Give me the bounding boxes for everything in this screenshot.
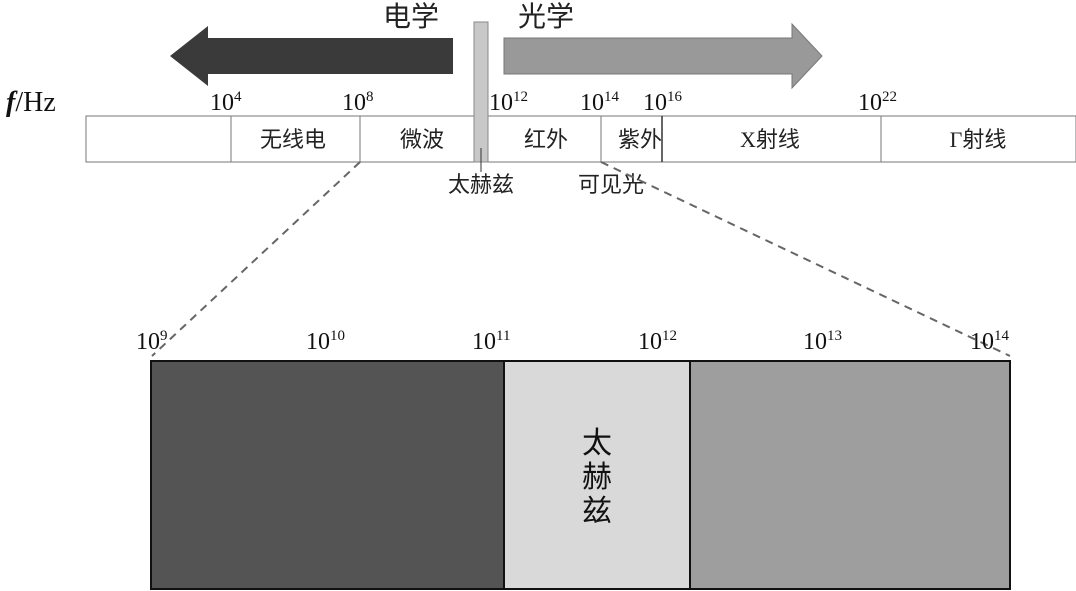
top-tick-1e14: 1014 (580, 89, 620, 116)
zoom-connector-left (151, 161, 361, 357)
zoom-connector-right (600, 161, 1011, 357)
axis-label: f/Hz (6, 87, 56, 118)
top-tick-1e16: 1016 (643, 89, 683, 116)
bottom-tick-1e12: 1012 (638, 328, 677, 355)
electric-label: 电学 (383, 1, 439, 33)
optics-label: 光学 (518, 1, 574, 33)
spectrum-bar (85, 115, 1076, 163)
band-radio: 无线电 (260, 127, 326, 152)
top-tick-1e12: 1012 (489, 89, 528, 116)
zoom-block-right (689, 360, 1011, 590)
bottom-tick-1e14: 1014 (970, 328, 1010, 355)
optics-arrow (503, 22, 823, 90)
band-microwave: 微波 (400, 127, 444, 152)
terahertz-strip (473, 21, 489, 163)
zoom-terahertz-char-3: 兹 (582, 495, 612, 528)
terahertz-label: 太赫兹 (448, 172, 514, 197)
top-tick-1e22: 1022 (858, 89, 897, 116)
band-infrared: 红外 (524, 127, 568, 152)
band-xray: X射线 (740, 127, 800, 152)
top-tick-1e8: 108 (342, 89, 374, 116)
band-gamma: Γ射线 (950, 127, 1007, 152)
zoom-terahertz-char-2: 赫 (582, 461, 612, 494)
top-tick-1e4: 104 (210, 89, 242, 116)
bottom-tick-1e11: 1011 (472, 328, 510, 355)
visible-light-label: 可见光 (578, 172, 644, 197)
axis-label-f: f (6, 87, 18, 118)
electric-arrow (170, 26, 453, 86)
bottom-tick-1e10: 1010 (306, 328, 345, 355)
band-ultraviolet: 紫外 (618, 127, 662, 152)
zoom-terahertz-char-1: 太 (582, 427, 612, 460)
zoom-block-dark (150, 360, 505, 590)
bottom-tick-1e9: 109 (136, 328, 168, 355)
axis-label-unit: /Hz (15, 87, 55, 118)
bottom-tick-1e13: 1013 (803, 328, 842, 355)
